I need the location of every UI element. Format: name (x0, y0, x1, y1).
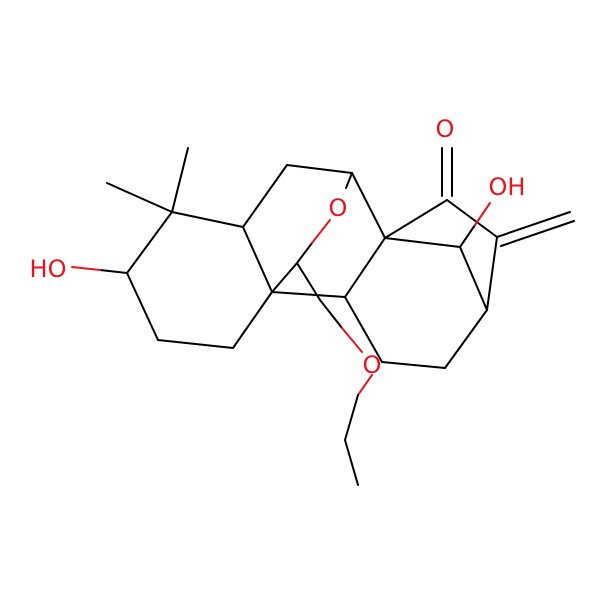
bond-ring-c-1 (384, 199, 448, 239)
atom-label-oh-top: OH (489, 173, 526, 201)
atom-label-ho-left: HO (30, 255, 67, 283)
bond-ring-c-5 (486, 236, 498, 311)
bond-methyl-2 (106, 182, 173, 213)
bond-ethyl (344, 439, 359, 486)
bond-c-oh-top-a (459, 224, 476, 248)
atom-label-bridge-o: O (329, 194, 348, 222)
bond-bridge-c-2 (296, 262, 321, 301)
bond-methylene-a (496, 211, 571, 238)
bond-c-oh-top-b (474, 202, 491, 226)
bond-c-obridge-a (345, 172, 353, 189)
bond-ring-b-2 (286, 164, 353, 174)
oxygen-bonds (71, 172, 491, 441)
double-bonds (441, 147, 575, 247)
bond-c-oh-left-a (99, 269, 128, 274)
bond-ring-a-3 (126, 272, 159, 341)
bond-ring-a-5 (232, 291, 273, 349)
bond-oethoxy-ethyl-a (357, 374, 373, 396)
bond-ring-b-3 (351, 172, 386, 239)
bond-methyl-1 (171, 147, 189, 213)
bond-ring-a-1 (171, 211, 244, 228)
bond-bridge-c (271, 262, 298, 293)
bond-ring-c-3 (446, 199, 498, 238)
atom-label-ethoxy-o: O (363, 351, 382, 379)
bond-ring-c-7 (381, 361, 446, 369)
bond-c-obridge-c (311, 219, 331, 244)
bond-ring-c-2 (384, 237, 461, 248)
bond-ring-a-4 (157, 339, 234, 349)
bond-ring-c-4 (459, 246, 488, 311)
bond-c-obridge-b (296, 242, 313, 264)
bond-ring-b-4 (344, 237, 386, 298)
bond-ring-b-5 (271, 291, 346, 298)
bond-ring-c-6 (444, 309, 488, 369)
carbon-bonds (106, 147, 498, 486)
bond-c-oethoxy-a (319, 299, 343, 329)
bond-ring-c-8 (344, 296, 383, 363)
bond-methylene-b (500, 220, 575, 247)
bond-c-oethoxy-b (341, 327, 363, 353)
bond-oethoxy-ethyl-b (344, 394, 359, 441)
bond-c-oh-left-b (71, 266, 101, 271)
atom-labels: O OH O HO O (30, 115, 526, 379)
bond-ring-a-2 (126, 211, 173, 274)
bond-ring-b-1 (242, 164, 288, 228)
atom-label-carbonyl-o: O (436, 115, 455, 143)
bond-ring-a-6 (242, 226, 273, 293)
